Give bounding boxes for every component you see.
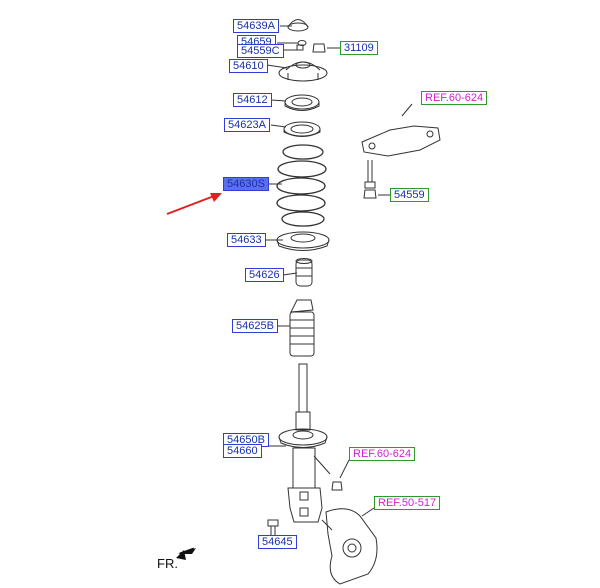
strut-assembly-part bbox=[278, 363, 331, 523]
part-label-54625B[interactable]: 54625B bbox=[232, 319, 278, 333]
ref-label-50-517[interactable]: REF.50-517 bbox=[374, 496, 441, 510]
dust-boot-part bbox=[289, 299, 315, 357]
front-direction-arrow bbox=[176, 547, 196, 560]
part-label-54633[interactable]: 54633 bbox=[227, 233, 266, 247]
highlight-arrow bbox=[166, 193, 222, 215]
part-label-54626[interactable]: 54626 bbox=[245, 268, 284, 282]
part-label-54610[interactable]: 54610 bbox=[229, 59, 268, 73]
steering-knuckle-part bbox=[321, 508, 378, 585]
ref-label-60-624-top[interactable]: REF.60-624 bbox=[421, 91, 488, 105]
stabilizer-bracket-part bbox=[361, 125, 441, 199]
part-label-31109[interactable]: 31109 bbox=[340, 41, 378, 55]
part-label-54639A[interactable]: 54639A bbox=[233, 19, 279, 33]
part-label-54660[interactable]: 54660 bbox=[223, 444, 262, 458]
front-direction-label: FR. bbox=[157, 556, 178, 571]
part-label-54645[interactable]: 54645 bbox=[258, 535, 297, 549]
ref-label-60-624-middle[interactable]: REF.60-624 bbox=[349, 447, 416, 461]
dust-cap-part bbox=[287, 19, 309, 32]
part-label-54559C[interactable]: 54559C bbox=[237, 44, 284, 58]
part-label-54623A[interactable]: 54623A bbox=[224, 118, 270, 132]
part-label-54630S-selected[interactable]: 54630S bbox=[223, 177, 269, 191]
strut-mount-part bbox=[278, 61, 328, 82]
part-label-54612[interactable]: 54612 bbox=[233, 93, 272, 107]
bump-stop-part bbox=[295, 258, 313, 287]
part-label-54559[interactable]: 54559 bbox=[390, 188, 429, 202]
coil-spring-part bbox=[276, 144, 327, 227]
